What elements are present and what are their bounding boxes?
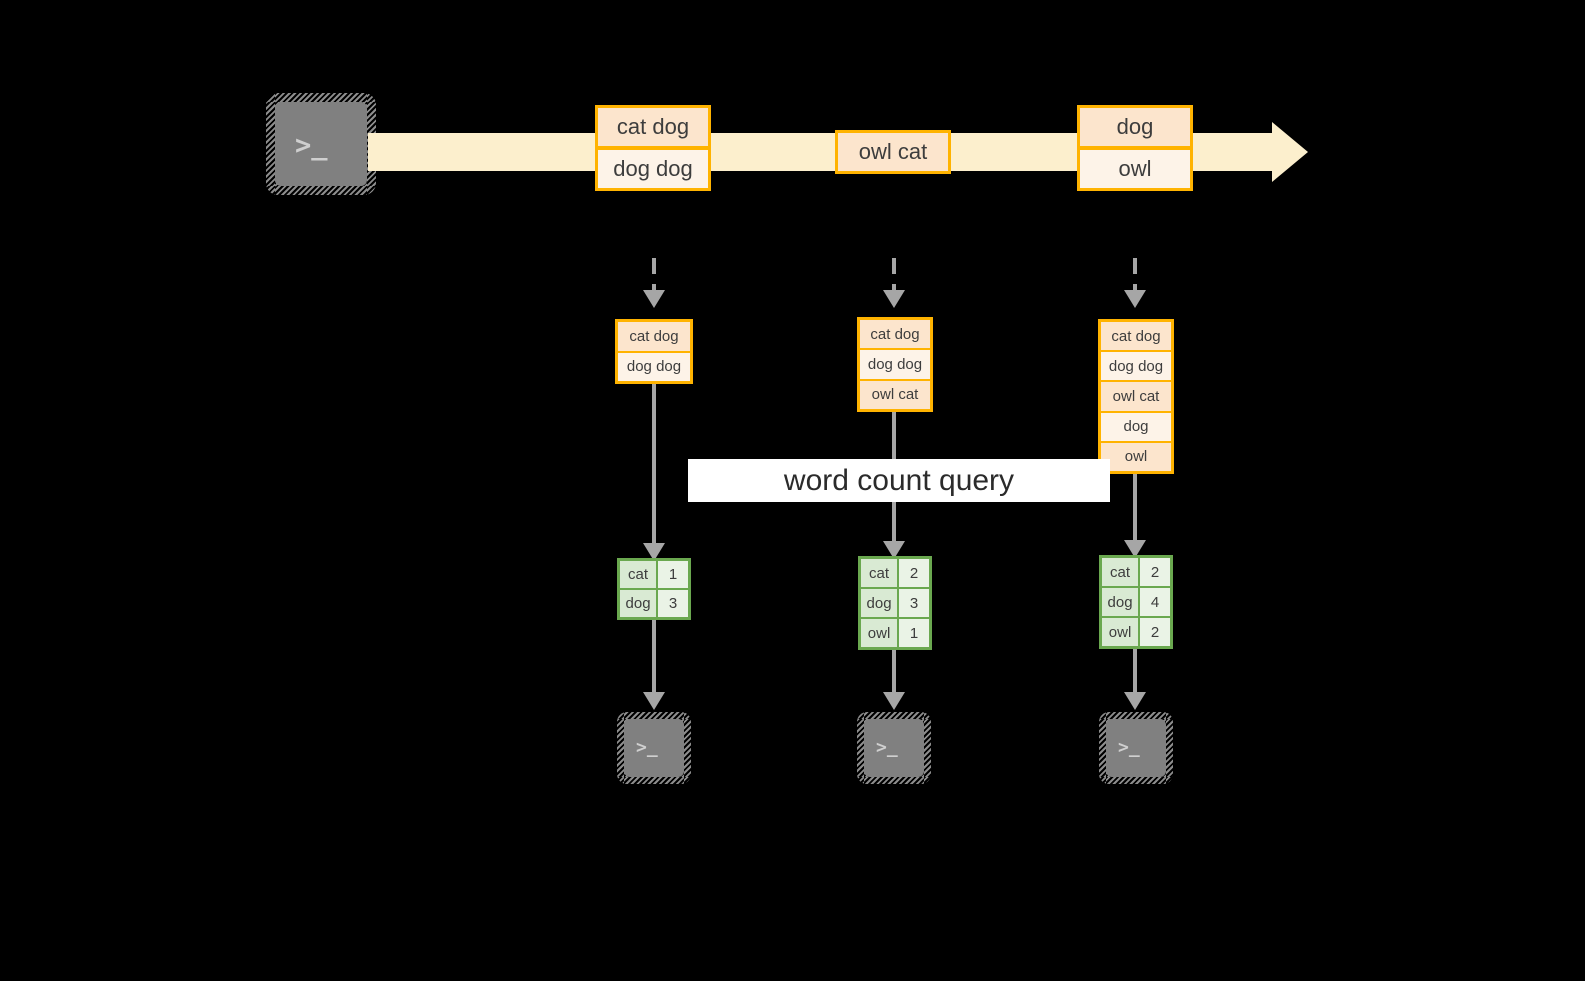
result-count: 2 xyxy=(1140,618,1170,646)
snapshot-2-input-row: owl cat xyxy=(1101,382,1171,413)
result-count: 2 xyxy=(1140,558,1170,586)
snapshot-0-tap-arrowhead xyxy=(643,290,665,308)
snapshot-2-sink-arrowhead xyxy=(1124,692,1146,710)
result-count: 2 xyxy=(899,559,929,587)
terminal-prompt-glyph: >_ xyxy=(636,737,658,758)
result-word: owl xyxy=(1102,618,1141,646)
snapshot-2-input-row: owl xyxy=(1101,442,1171,472)
result-count: 3 xyxy=(899,589,929,617)
stream-message-2-line-1: owl xyxy=(1077,147,1193,191)
snapshot-1-input-stack: cat dog dog dog owl cat xyxy=(857,317,933,412)
terminal-prompt-glyph: >_ xyxy=(1118,737,1140,758)
snapshot-2-input-row: cat dog xyxy=(1101,322,1171,353)
snapshot-0-query-arrowhead xyxy=(643,543,665,561)
snapshot-2-sink-line xyxy=(1133,649,1137,698)
source-terminal-icon: >_ xyxy=(266,93,376,195)
snapshot-1-result-table: cat 2 dog 3 owl 1 xyxy=(858,556,932,650)
table-row: owl 2 xyxy=(1102,618,1170,646)
terminal-prompt-glyph: >_ xyxy=(876,737,898,758)
snapshot-2-tap-arrowhead xyxy=(1124,290,1146,308)
snapshot-0-input-row: cat dog xyxy=(618,322,690,353)
terminal-screen xyxy=(1106,719,1166,777)
result-count: 4 xyxy=(1140,588,1170,616)
stream-message-0-line-1: dog dog xyxy=(595,147,711,191)
snapshot-1-tap-line xyxy=(892,258,896,290)
terminal-screen xyxy=(275,102,367,186)
snapshot-1-sink-terminal-icon: >_ xyxy=(857,712,931,784)
stream-message-1-line-0: owl cat xyxy=(835,130,951,174)
snapshot-0-tap-line xyxy=(652,258,656,290)
snapshot-0-input-row: dog dog xyxy=(618,352,690,381)
snapshot-2-input-stack: cat dog dog dog owl cat dog owl xyxy=(1098,319,1174,474)
snapshot-0-sink-line xyxy=(652,620,656,698)
table-row: cat 2 xyxy=(861,559,929,589)
result-word: owl xyxy=(861,619,900,647)
table-row: dog 3 xyxy=(861,589,929,619)
query-label-band: word count query xyxy=(688,459,1110,502)
terminal-screen xyxy=(864,719,924,777)
result-word: cat xyxy=(861,559,900,587)
snapshot-1-tap-arrowhead xyxy=(883,290,905,308)
snapshot-2-result-table: cat 2 dog 4 owl 2 xyxy=(1099,555,1173,649)
snapshot-1-input-row: dog dog xyxy=(860,350,930,381)
result-word: cat xyxy=(1102,558,1141,586)
snapshot-0-result-table: cat 1 dog 3 xyxy=(617,558,691,620)
snapshot-1-input-row: owl cat xyxy=(860,380,930,409)
snapshot-1-query-arrowhead xyxy=(883,541,905,559)
snapshot-2-input-row: dog dog xyxy=(1101,352,1171,383)
snapshot-1-input-row: cat dog xyxy=(860,320,930,351)
result-count: 1 xyxy=(658,561,688,588)
result-word: dog xyxy=(861,589,900,617)
result-word: dog xyxy=(620,590,659,617)
snapshot-0-query-line xyxy=(652,384,656,551)
result-word: cat xyxy=(620,561,659,588)
result-count: 3 xyxy=(658,590,688,617)
result-count: 1 xyxy=(899,619,929,647)
snapshot-2-query-line xyxy=(1133,474,1137,548)
input-stream-arrowhead xyxy=(1272,122,1308,182)
snapshot-2-sink-terminal-icon: >_ xyxy=(1099,712,1173,784)
snapshot-0-sink-arrowhead xyxy=(643,692,665,710)
snapshot-1-sink-arrowhead xyxy=(883,692,905,710)
snapshot-2-tap-line xyxy=(1133,258,1137,290)
table-row: dog 3 xyxy=(620,590,688,617)
table-row: dog 4 xyxy=(1102,588,1170,618)
snapshot-2-query-arrowhead xyxy=(1124,540,1146,558)
table-row: cat 2 xyxy=(1102,558,1170,588)
table-row: cat 1 xyxy=(620,561,688,590)
snapshot-0-sink-terminal-icon: >_ xyxy=(617,712,691,784)
table-row: owl 1 xyxy=(861,619,929,647)
stream-message-2-line-0: dog xyxy=(1077,105,1193,149)
snapshot-0-input-stack: cat dog dog dog xyxy=(615,319,693,384)
snapshot-1-sink-line xyxy=(892,650,896,698)
result-word: dog xyxy=(1102,588,1141,616)
terminal-screen xyxy=(624,719,684,777)
stream-message-0-line-0: cat dog xyxy=(595,105,711,149)
snapshot-2-input-row: dog xyxy=(1101,412,1171,443)
terminal-prompt-glyph: >_ xyxy=(295,130,328,161)
